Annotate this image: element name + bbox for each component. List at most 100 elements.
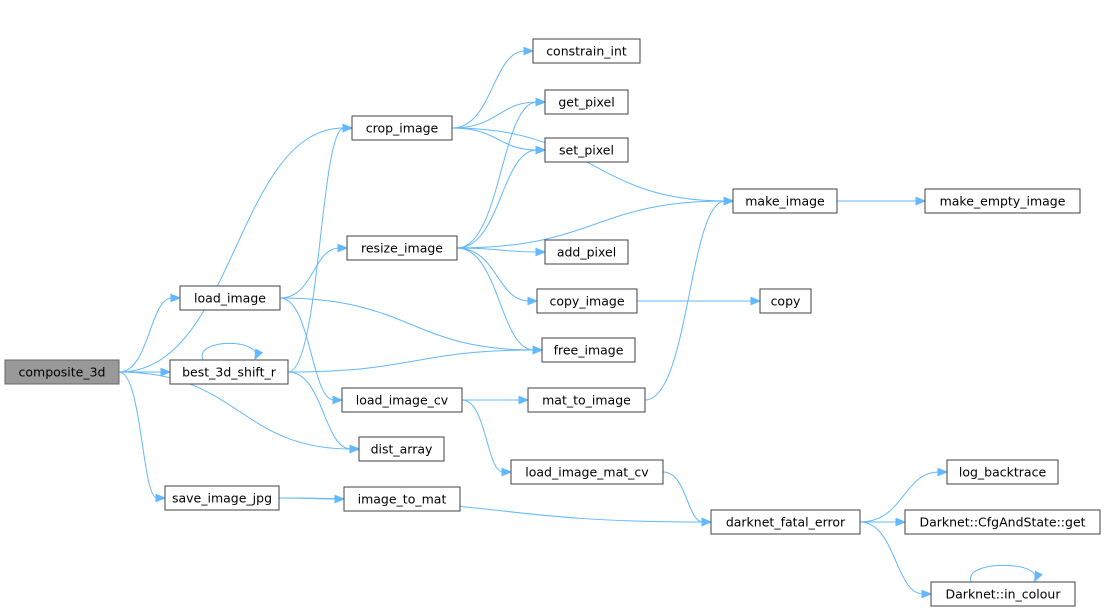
- node-copy[interactable]: copy: [759, 288, 812, 314]
- node-load_image_cv-label: load_image_cv: [356, 393, 449, 408]
- edge-best_3d_shift_r-to-dist_array-arrowhead: [349, 444, 361, 454]
- edge-resize_image-to-make_image: [456, 200, 726, 249]
- edge-crop_image-to-get_pixel: [451, 101, 538, 129]
- node-load_image[interactable]: load_image: [179, 285, 281, 311]
- edge-load_image-to-free_image: [279, 297, 535, 351]
- node-get_pixel[interactable]: get_pixel: [544, 89, 629, 115]
- node-get_pixel-label: get_pixel: [558, 95, 614, 110]
- node-mat_to_image-box[interactable]: [527, 387, 646, 413]
- node-save_image_jpg-box[interactable]: [164, 485, 280, 511]
- node-set_pixel-box[interactable]: [544, 137, 629, 163]
- node-copy_image-box[interactable]: [536, 288, 638, 314]
- edge-composite_3d-to-crop_image: [118, 127, 345, 373]
- node-image_to_mat[interactable]: image_to_mat: [343, 486, 461, 512]
- node-composite_3d-box[interactable]: [4, 359, 120, 385]
- node-best_3d_shift_r-box[interactable]: [169, 359, 289, 385]
- edge-in_colour-to-in_colour-arrowhead: [1034, 570, 1043, 583]
- edge-load_image_mat_cv-to-darknet_fatal_error-arrowhead: [701, 517, 713, 527]
- edge-darknet_fatal_error-to-log_backtrace-arrowhead: [937, 467, 949, 477]
- node-load_image-label: load_image: [194, 291, 266, 306]
- node-crop_image-box[interactable]: [351, 115, 453, 141]
- node-composite_3d-label: composite_3d: [19, 365, 106, 380]
- node-composite_3d[interactable]: composite_3d: [4, 359, 120, 385]
- node-best_3d_shift_r[interactable]: best_3d_shift_r: [169, 359, 289, 385]
- node-make_empty_image-box[interactable]: [924, 188, 1081, 214]
- node-get_pixel-box[interactable]: [544, 89, 629, 115]
- node-in_colour[interactable]: Darknet::in_colour: [930, 581, 1076, 607]
- node-make_image-label: make_image: [745, 194, 825, 209]
- node-darknet_fatal_error-label: darknet_fatal_error: [726, 515, 846, 530]
- node-make_empty_image[interactable]: make_empty_image: [924, 188, 1081, 214]
- node-dist_array[interactable]: dist_array: [358, 436, 445, 462]
- edge-load_image_cv-to-load_image_mat_cv-arrowhead: [501, 467, 513, 477]
- node-resize_image-label: resize_image: [361, 241, 443, 256]
- node-free_image-box[interactable]: [541, 337, 636, 363]
- node-log_backtrace[interactable]: log_backtrace: [946, 459, 1059, 485]
- node-add_pixel[interactable]: add_pixel: [544, 239, 629, 265]
- edge-load_image-to-load_image_cv-arrowhead: [332, 395, 344, 405]
- node-resize_image[interactable]: resize_image: [346, 235, 458, 261]
- edge-darknet_fatal_error-to-in_colour-arrowhead: [921, 589, 933, 599]
- edge-load_image-to-load_image_cv: [279, 297, 335, 401]
- edge-resize_image-to-add_pixel-arrowhead: [535, 247, 547, 257]
- edge-resize_image-to-set_pixel-arrowhead: [535, 145, 547, 155]
- node-load_image_mat_cv-box[interactable]: [510, 459, 664, 485]
- edge-crop_image-to-constrain_int: [451, 50, 526, 129]
- edge-darknet_fatal_error-to-log_backtrace: [859, 471, 940, 523]
- node-load_image_cv[interactable]: load_image_cv: [341, 387, 463, 413]
- edges-layer: [118, 46, 1043, 599]
- edge-crop_image-to-set_pixel: [451, 127, 538, 151]
- edge-mat_to_image-to-make_image-arrowhead: [723, 196, 735, 206]
- node-set_pixel-label: set_pixel: [559, 143, 614, 158]
- node-cfg_get-box[interactable]: [904, 509, 1101, 535]
- edge-composite_3d-to-load_image: [118, 297, 173, 373]
- edge-resize_image-to-set_pixel: [456, 149, 538, 249]
- node-darknet_fatal_error-box[interactable]: [710, 509, 861, 535]
- edge-best_3d_shift_r-to-crop_image-arrowhead: [342, 123, 354, 133]
- node-dist_array-label: dist_array: [371, 442, 433, 457]
- edge-composite_3d-to-save_image_jpg-arrowhead: [155, 493, 167, 503]
- node-image_to_mat-box[interactable]: [343, 486, 461, 512]
- node-mat_to_image[interactable]: mat_to_image: [527, 387, 646, 413]
- edge-crop_image-to-make_image: [451, 127, 726, 202]
- node-dist_array-box[interactable]: [358, 436, 445, 462]
- node-constrain_int[interactable]: constrain_int: [532, 38, 641, 64]
- edge-load_image_mat_cv-to-darknet_fatal_error: [662, 471, 704, 523]
- node-constrain_int-box[interactable]: [532, 38, 641, 64]
- node-load_image_mat_cv[interactable]: load_image_mat_cv: [510, 459, 664, 485]
- node-resize_image-box[interactable]: [346, 235, 458, 261]
- node-add_pixel-box[interactable]: [544, 239, 629, 265]
- node-save_image_jpg[interactable]: save_image_jpg: [164, 485, 280, 511]
- edge-load_image_cv-to-load_image_mat_cv: [461, 399, 504, 473]
- node-make_image[interactable]: make_image: [732, 188, 838, 214]
- edge-best_3d_shift_r-to-best_3d_shift_r: [201, 342, 257, 361]
- edge-best_3d_shift_r-to-dist_array: [287, 371, 352, 450]
- node-copy-box[interactable]: [759, 288, 812, 314]
- node-save_image_jpg-label: save_image_jpg: [172, 491, 272, 506]
- edge-composite_3d-to-dist_array: [118, 371, 352, 450]
- node-cfg_get[interactable]: Darknet::CfgAndState::get: [904, 509, 1101, 535]
- edge-resize_image-to-get_pixel-arrowhead: [535, 97, 547, 107]
- edge-copy_image-to-copy-arrowhead: [750, 296, 762, 306]
- node-copy-label: copy: [771, 294, 801, 309]
- node-load_image_cv-box[interactable]: [341, 387, 463, 413]
- node-darknet_fatal_error[interactable]: darknet_fatal_error: [710, 509, 861, 535]
- edge-mat_to_image-to-make_image: [644, 200, 726, 401]
- node-log_backtrace-box[interactable]: [946, 459, 1059, 485]
- node-in_colour-box[interactable]: [930, 581, 1076, 607]
- edge-crop_image-to-constrain_int-arrowhead: [523, 46, 535, 56]
- node-crop_image[interactable]: crop_image: [351, 115, 453, 141]
- edge-darknet_fatal_error-to-in_colour: [859, 521, 924, 595]
- node-free_image[interactable]: free_image: [541, 337, 636, 363]
- edge-best_3d_shift_r-to-free_image: [287, 349, 535, 373]
- node-copy_image[interactable]: copy_image: [536, 288, 638, 314]
- node-load_image-box[interactable]: [179, 285, 281, 311]
- node-cfg_get-label: Darknet::CfgAndState::get: [919, 515, 1085, 530]
- edge-load_image-to-resize_image-arrowhead: [337, 243, 349, 253]
- nodes-layer: composite_3d crop_image load_image best_3d_…: [4, 38, 1101, 607]
- edge-save_image_jpg-to-darknet_fatal_error: [278, 497, 704, 523]
- node-set_pixel[interactable]: set_pixel: [544, 137, 629, 163]
- edge-load_image_cv-to-mat_to_image-arrowhead: [518, 395, 530, 405]
- edge-composite_3d-to-best_3d_shift_r-arrowhead: [160, 367, 172, 377]
- node-make_image-box[interactable]: [732, 188, 838, 214]
